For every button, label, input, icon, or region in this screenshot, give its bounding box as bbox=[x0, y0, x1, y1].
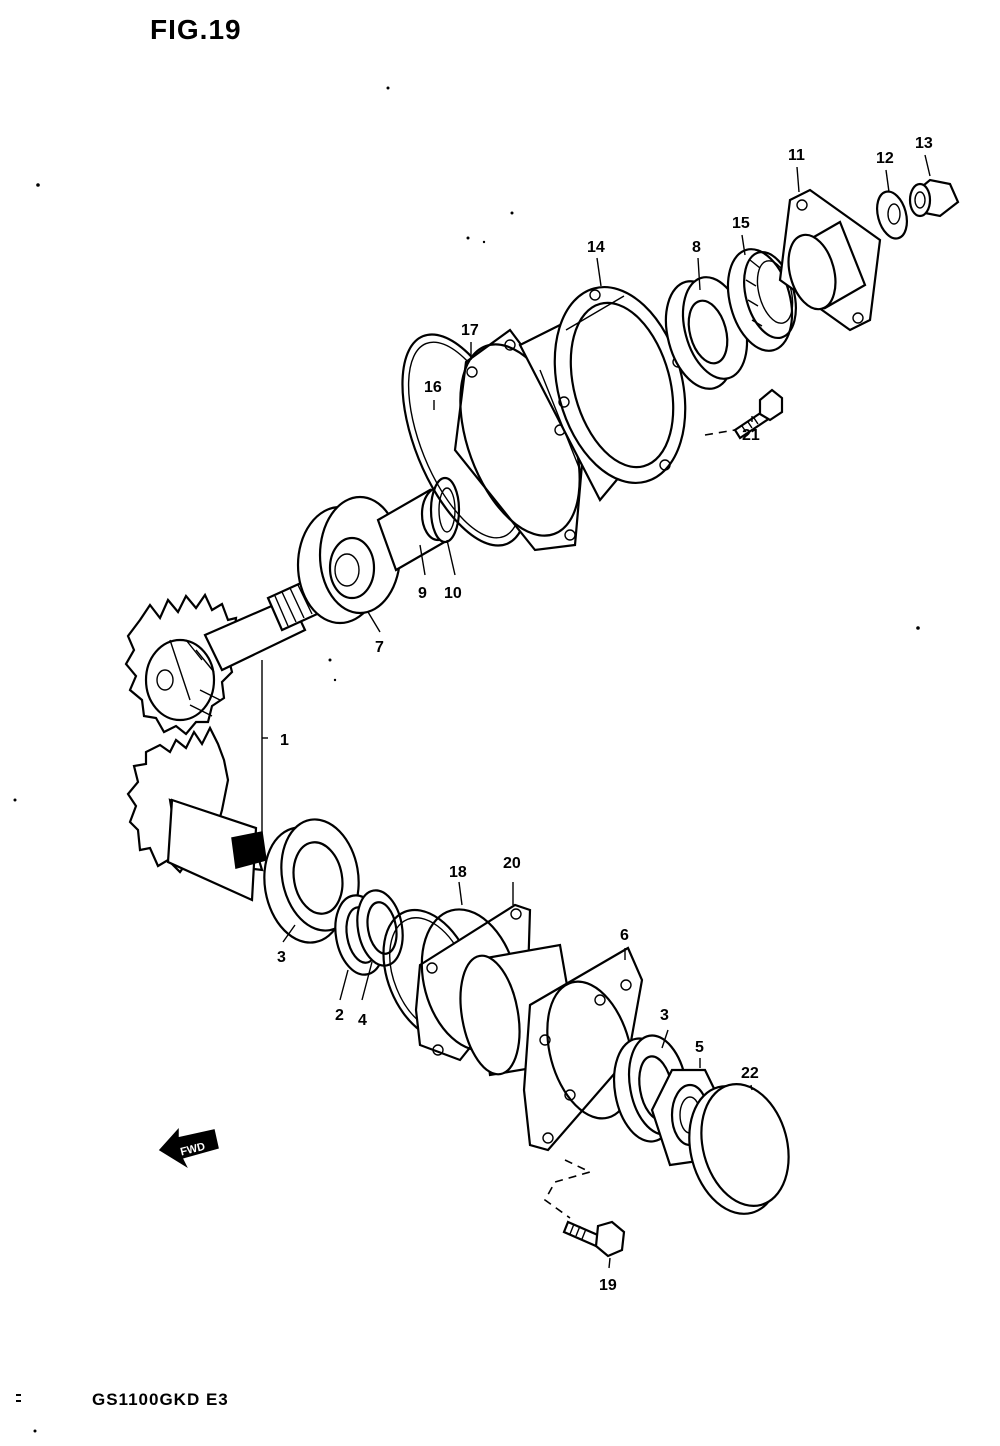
callout-labels: 1 2 3 3 4 5 6 7 8 9 10 11 12 13 14 15 16… bbox=[277, 135, 933, 1294]
callout-11: 11 bbox=[788, 147, 805, 164]
callout-20: 20 bbox=[503, 855, 521, 872]
callout-6: 6 bbox=[620, 927, 629, 944]
bolt-21 bbox=[733, 388, 784, 440]
bearing-housing-14 bbox=[518, 285, 687, 502]
callout-leaders bbox=[262, 154, 931, 1269]
callout-3a: 3 bbox=[277, 949, 286, 966]
callout-3b: 3 bbox=[660, 1007, 669, 1024]
callout-21: 21 bbox=[742, 427, 760, 444]
callout-17: 17 bbox=[461, 322, 479, 339]
scan-specks bbox=[13, 86, 920, 1433]
forward-arrow-icon: FWD bbox=[158, 1128, 219, 1169]
callout-2: 2 bbox=[335, 1007, 344, 1024]
retainer-11 bbox=[778, 188, 882, 332]
callout-1: 1 bbox=[280, 732, 289, 749]
forward-arrow-label: FWD bbox=[179, 1141, 206, 1159]
bearing-3-inner bbox=[263, 818, 360, 944]
roller-bearing-15 bbox=[726, 248, 797, 352]
callout-14: 14 bbox=[587, 239, 605, 256]
callout-8: 8 bbox=[692, 239, 701, 256]
driven-bevel-gear bbox=[126, 725, 267, 902]
callout-22: 22 bbox=[741, 1065, 759, 1082]
callout-16: 16 bbox=[424, 379, 442, 396]
drive-bevel-gear bbox=[124, 592, 242, 736]
callout-19: 19 bbox=[599, 1277, 617, 1294]
callout-4: 4 bbox=[358, 1012, 367, 1029]
model-code: GS1100GKD E3 bbox=[92, 1390, 229, 1409]
bolt-19 bbox=[562, 1220, 626, 1258]
callout-12: 12 bbox=[876, 150, 894, 167]
callout-13: 13 bbox=[915, 135, 933, 152]
bearing-7 bbox=[296, 495, 402, 625]
nut-13 bbox=[908, 178, 960, 218]
cover-6 bbox=[522, 946, 644, 1152]
figure-title: FIG.19 bbox=[150, 14, 242, 45]
shim-4 bbox=[356, 889, 404, 967]
callout-5: 5 bbox=[695, 1039, 704, 1056]
callout-9: 9 bbox=[418, 585, 427, 602]
washer-12 bbox=[876, 190, 908, 240]
cap-22 bbox=[688, 1083, 790, 1215]
callout-18: 18 bbox=[449, 864, 467, 881]
callout-10: 10 bbox=[444, 585, 462, 602]
callout-7: 7 bbox=[375, 639, 384, 656]
callout-15: 15 bbox=[732, 215, 750, 232]
